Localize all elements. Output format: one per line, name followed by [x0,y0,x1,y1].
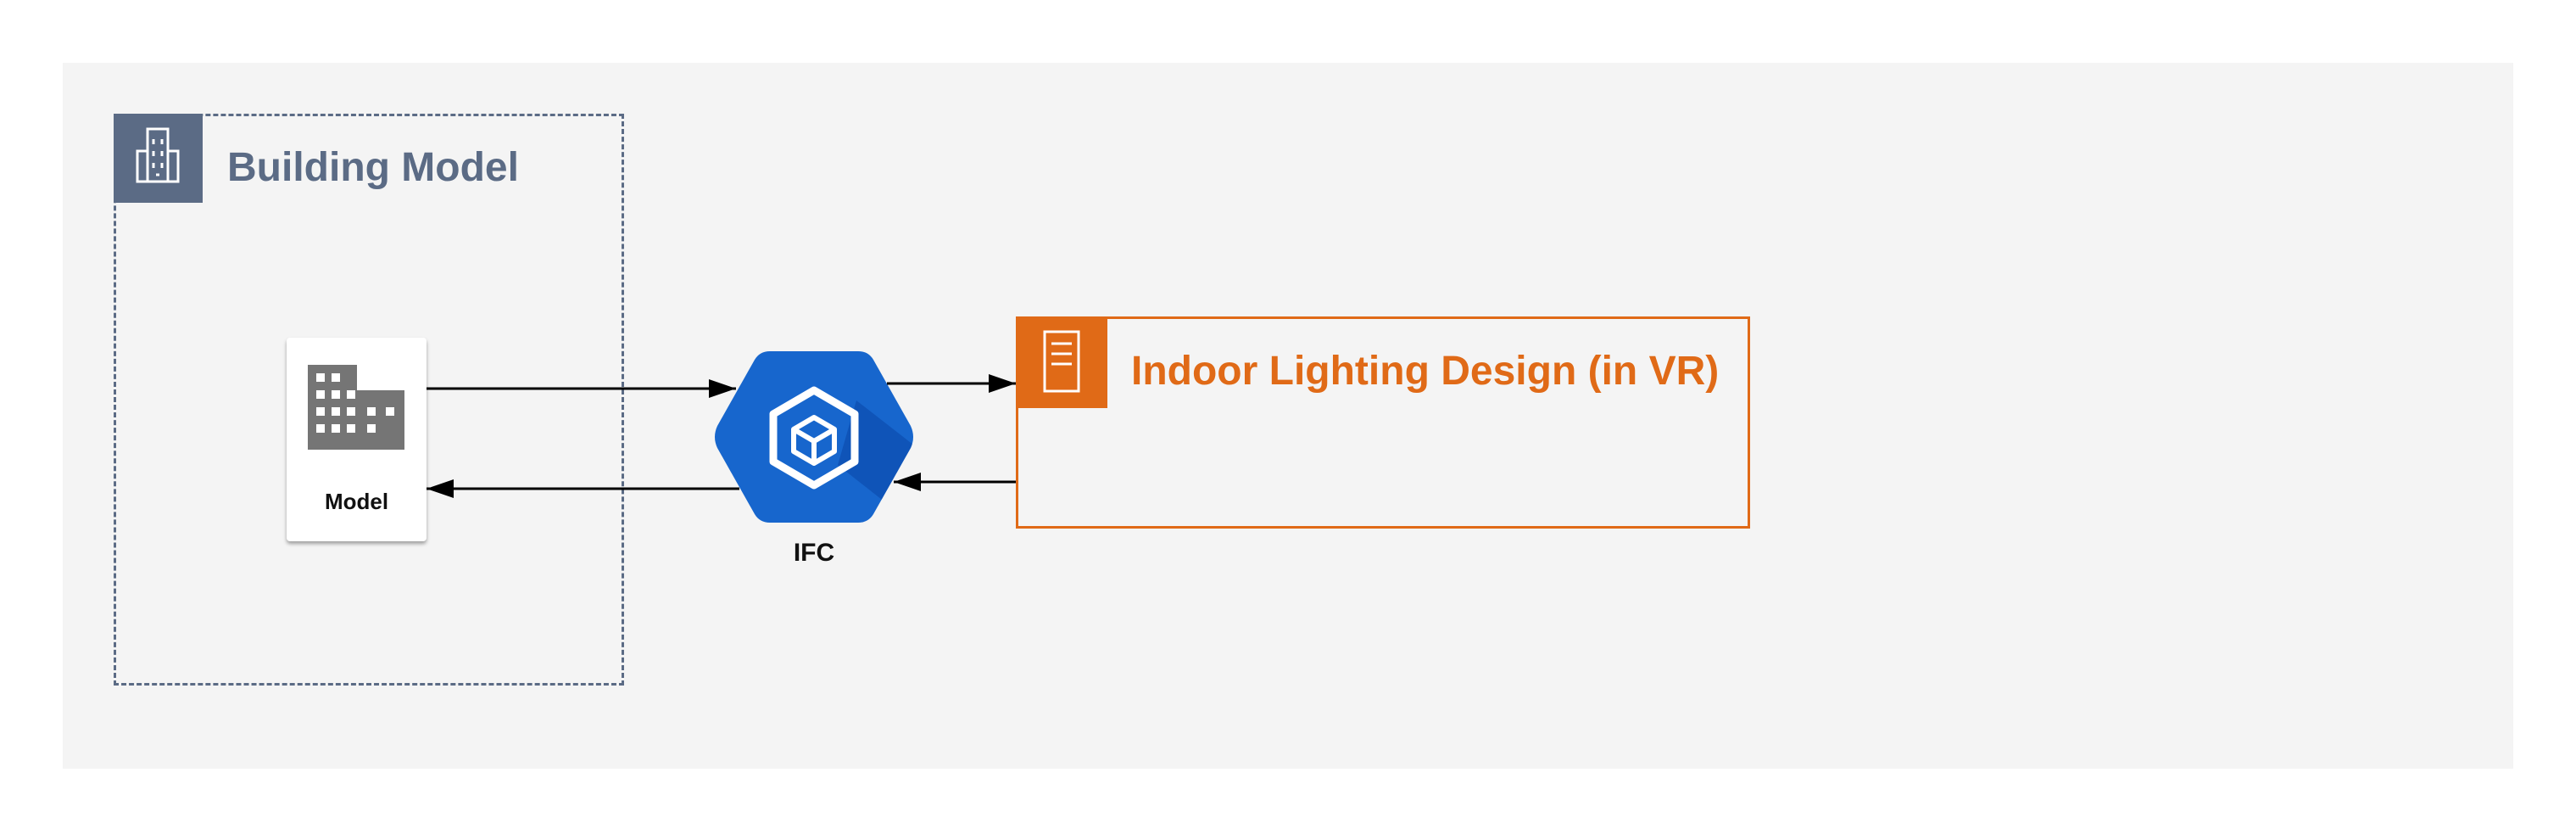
indoor-lighting-design-box[interactable] [1016,316,1750,529]
building-icon [114,114,203,203]
diagram-background [63,63,2513,769]
ifc-node[interactable] [711,346,917,528]
indoor-box-title: Indoor Lighting Design (in VR) [1131,349,1720,394]
group-title: Building Model [227,145,519,190]
ifc-label: IFC [793,539,835,567]
model-label: Model [324,489,389,514]
office-building-icon [308,365,405,454]
hexagon-cube-icon [715,351,913,523]
building-model-group [114,114,624,686]
model-node[interactable]: Model [287,338,427,541]
document-icon [1016,316,1107,408]
